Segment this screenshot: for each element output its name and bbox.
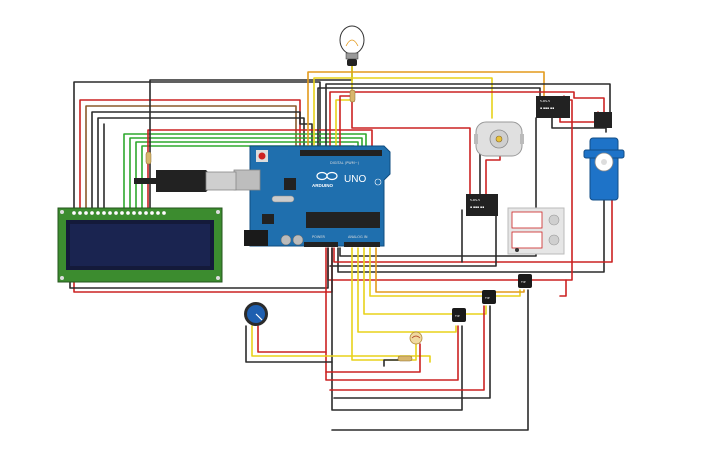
usb-cable-icon[interactable] [134,170,237,192]
lcd-display[interactable] [57,207,223,283]
photoresistor-icon[interactable] [409,331,423,345]
brand-label: ARDUINO [312,183,333,188]
analog-label: ANALOG IN [348,235,368,239]
relay-top-label: 5-RS-5 [540,99,550,103]
relay-top[interactable]: 5-RS-5 ▪ ▪▪▪ ▪▪ [536,96,570,118]
relay-middle[interactable]: 5-RS-5 ▪ ▪▪▪ ▪▪ [466,194,498,216]
resistor-lcd[interactable] [145,151,152,165]
lcd-screen [70,224,210,266]
wire-layer [69,59,613,431]
relay-middle-label: 5-RS-5 [470,198,480,202]
arduino-logo [316,171,338,181]
reset-button[interactable] [258,152,266,160]
servo-icon[interactable] [583,112,625,201]
switch-module[interactable] [507,207,565,255]
light-bulb-icon[interactable] [339,25,365,66]
transistor-3[interactable]: TIP [518,274,532,288]
lcd-pin-header [71,210,166,215]
transistor-3-label: TIP [520,280,526,284]
transistor-2[interactable]: TIP [482,290,496,304]
resistor-bulb[interactable] [349,89,356,103]
relay-middle-marking: ▪ ▪▪▪ ▪▪ [470,205,484,209]
usb-port[interactable] [233,169,261,191]
model-label: UNO [344,174,366,185]
digital-label: DIGITAL (PWM~) [330,161,360,165]
arduino-uno-board[interactable]: DIGITAL (PWM~) ARDUINO UNO POWER ANALOG … [233,145,391,247]
dc-motor-icon[interactable] [474,121,524,157]
transistor-2-label: TIP [484,296,490,300]
resistor-ldr[interactable] [397,355,413,362]
transistor-1[interactable]: TIP [452,308,466,322]
transistor-1-label: TIP [454,314,460,318]
relay-top-marking: ▪ ▪▪▪ ▪▪ [540,106,554,110]
potentiometer-icon[interactable] [244,302,268,326]
power-label: POWER [312,235,326,239]
